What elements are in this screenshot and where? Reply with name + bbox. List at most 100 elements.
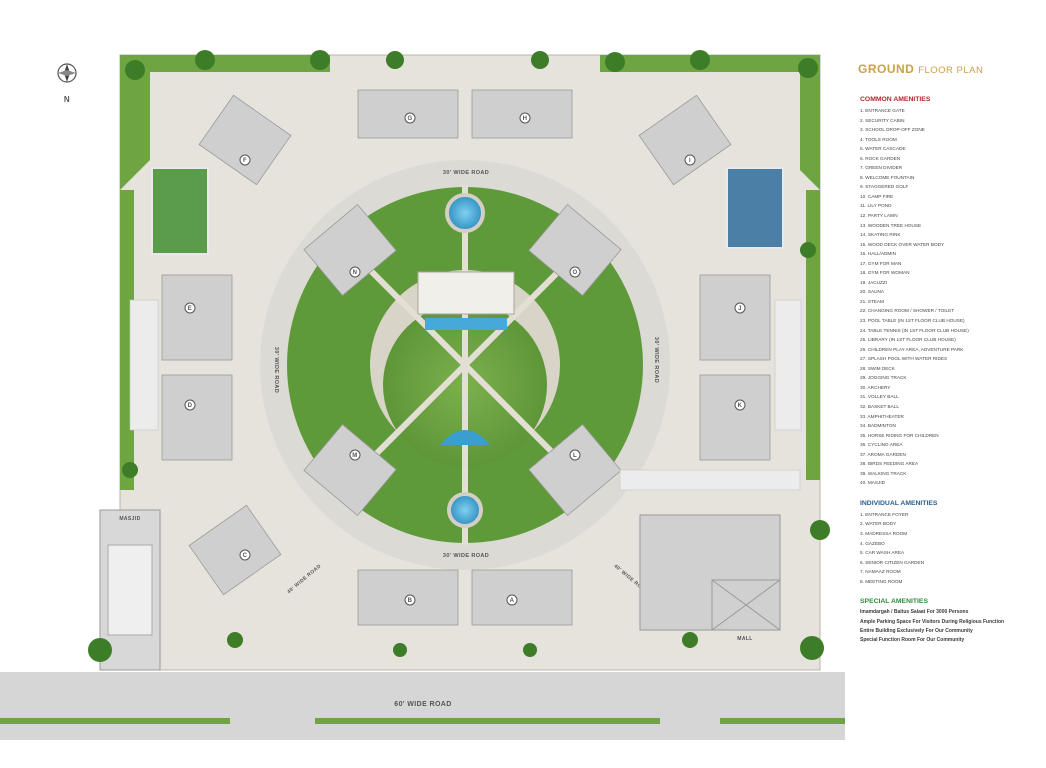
legend-panel: GROUND FLOOR PLAN COMMON AMENITIES 1. EN… [858, 62, 1038, 658]
amenity-item: 5. WATER CASCADE [860, 146, 906, 152]
amenity-item: 34. BADMINTON [860, 423, 896, 429]
block-label: E [188, 306, 192, 312]
amenity-item: Ample Parking Space For Visitors During … [860, 618, 1005, 625]
fountain-top [445, 193, 485, 233]
amenity-item: 36. CYCLING AREA [860, 442, 903, 448]
masjid-courtyard [107, 544, 153, 636]
block-label: M [352, 453, 357, 459]
block-label: N [353, 270, 358, 276]
block-label: G [407, 116, 412, 122]
block-marker [569, 266, 581, 278]
title-bold: GROUND [858, 62, 915, 76]
road-divider [0, 718, 230, 724]
amenity-item: 5. CAR WASH AREA [860, 550, 905, 556]
block-marker [404, 112, 416, 124]
road-divider [315, 718, 660, 724]
special-amenities-list: Imamdargah / Baitus Salaat For 3000 Pers… [858, 608, 1038, 646]
main-road [0, 672, 845, 740]
amenity-item: 17. GYM FOR MAN [860, 260, 902, 266]
perimeter-green [806, 190, 820, 480]
block-label: O [572, 270, 577, 276]
main-road-label: 60' WIDE ROAD [394, 701, 451, 708]
block-label: C [243, 553, 248, 559]
amenity-item: 13. WOODEN TREE HOUSE [860, 222, 922, 228]
amenity-item: 21. STEAM [860, 298, 884, 304]
amenity-item: 6. SENIOR CITIZEN GARDEN [860, 559, 925, 565]
ring-road-top-label: 30' WIDE ROAD [443, 170, 489, 176]
amenity-item: Imamdargah / Baitus Salaat For 3000 Pers… [860, 609, 969, 616]
block-label: I [689, 158, 691, 164]
tree-canopy [88, 50, 830, 662]
block-marker [569, 449, 581, 461]
amenity-item: 16. HALL/ADMIN [860, 251, 896, 257]
masjid-label: MASJID [119, 516, 140, 522]
amenity-item: 38. BIRDS FEEDING AREA [860, 461, 919, 467]
block-label: J [738, 306, 742, 312]
common-amenities-heading: COMMON AMENITIES [860, 96, 931, 103]
amenity-item: 26. CHILDREN PLAY AREA, ADVENTURE PARK [860, 346, 964, 352]
amenity-item: Entire Building Exclusively For Our Comm… [860, 628, 973, 635]
amenity-item: 7. GREEN DIVIDER [860, 165, 903, 171]
amenity-item: 25. LIBRARY (IN 1ST FLOOR CLUB HOUSE) [860, 337, 956, 343]
ring-road-bottom-label: 30' WIDE ROAD [443, 553, 489, 559]
road-divider [720, 718, 845, 724]
block-marker [349, 266, 361, 278]
compass-north-label: N [64, 95, 70, 104]
amenity-item: 14. SKATING RINK [860, 232, 901, 238]
amenity-item: 6. ROCK GARDEN [860, 155, 901, 161]
amenity-item: 8. WELCOME FOUNTAIN [860, 174, 915, 180]
radial-paths [337, 185, 593, 545]
amenity-item: 2. WATER BODY [860, 521, 897, 527]
amenity-item: 11. LILY POND [860, 203, 892, 209]
amenity-item: 32. BASKET BALL [860, 403, 899, 409]
lily-pond [440, 430, 490, 445]
block-label: D [188, 403, 193, 409]
court-left [151, 167, 209, 255]
amenity-item: 37. AROMA GARDEN [860, 451, 906, 457]
block-marker [734, 302, 746, 314]
court-right [726, 167, 784, 249]
amenity-item: 31. VOLLEY BALL [860, 394, 899, 400]
amenity-item: 24. TABLE TENNIS (IN 1ST FLOOR CLUB HOUS… [860, 327, 969, 333]
block-marker [519, 112, 531, 124]
title-light: FLOOR PLAN [918, 65, 984, 76]
amenity-item: 8. MEETING ROOM [860, 578, 903, 584]
site-plan-map: 60' WIDE ROAD N 30' WIDE ROAD 30' WIDE R… [0, 50, 845, 740]
amenity-item: 19. JACUZZI [860, 279, 888, 285]
block-marker [734, 399, 746, 411]
ring-road-left-label: 30' WIDE ROAD [273, 347, 279, 393]
amenity-item: 22. CHANGING ROOM / SHOWER / TOILET [860, 308, 955, 314]
ring-road-right-label: 30' WIDE ROAD [653, 337, 659, 383]
block-marker [404, 594, 416, 606]
mall-label: MALL [737, 636, 752, 642]
club-house [417, 271, 515, 315]
amenity-item: 2. SECURITY CABIN [860, 117, 905, 123]
block-label: F [243, 158, 247, 164]
amenity-item: 12. PARTY LAWN [860, 213, 898, 219]
amenity-item: 27. SPLASH POOL WITH WATER RIDES [860, 356, 948, 362]
block-marker [184, 302, 196, 314]
club-pool [425, 318, 507, 330]
fountain-bottom [447, 492, 483, 528]
block-label: L [573, 453, 577, 459]
amenity-item: 29. JOGGING TRACK [860, 375, 907, 381]
block-marker [684, 154, 696, 166]
amenity-item: 23. POOL TABLE (IN 1ST FLOOR CLUB HOUSE) [860, 318, 965, 324]
amenity-item: 40. MASJID [860, 480, 886, 486]
special-amenities-heading: SPECIAL AMENITIES [860, 598, 928, 606]
mall-building [639, 514, 781, 631]
block-label: B [408, 598, 413, 604]
block-label: A [510, 598, 515, 604]
block-marker [184, 399, 196, 411]
individual-amenities-heading: INDIVIDUAL AMENITIES [860, 499, 938, 507]
amenity-item: 28. SWIM DECK [860, 365, 895, 371]
plan-title: GROUND FLOOR PLAN [858, 62, 1038, 76]
amenity-item: 1. ENTRANCE GATE [860, 108, 905, 113]
amenity-item: 4. GAZEBO [860, 540, 885, 546]
parking-zones [129, 299, 802, 491]
amenity-item: 15. WOOD DECK OVER WATER BODY [860, 241, 945, 247]
block-marker [506, 594, 518, 606]
amenity-item: 18. GYM FOR WOMAN [860, 270, 910, 276]
